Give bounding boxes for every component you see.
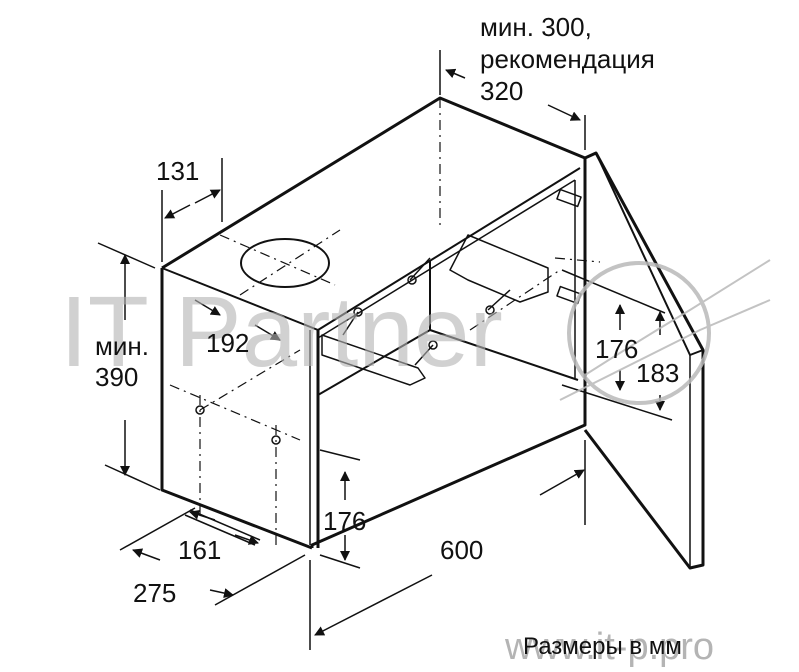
dim-cabinet-depth-line3: 320	[480, 76, 524, 106]
watermark-brand: IT Partner	[60, 276, 503, 388]
dim-width: 600	[440, 535, 484, 565]
dim-min-height-line2: 390	[95, 362, 139, 392]
dim-min-height-line1: мин.	[95, 331, 149, 361]
dim-bottom-height: 176	[323, 506, 367, 536]
dim-bottom-depth-inner: 161	[178, 535, 222, 565]
units-note: Размеры в мм	[523, 633, 682, 660]
watermark-url: www.it-p.pro	[505, 626, 715, 668]
dim-cabinet-depth-line1: мин. 300,	[480, 12, 592, 42]
dim-duct-offset-side: 192	[206, 328, 250, 358]
dim-hinge-lower: 183	[636, 358, 680, 388]
dim-duct-offset-front: 131	[156, 156, 200, 186]
dim-bottom-depth-outer: 275	[133, 578, 177, 608]
dim-hinge-upper: 176	[595, 334, 639, 364]
watermark-logo-icon	[559, 259, 771, 405]
dim-cabinet-depth-line2: рекомендация	[480, 44, 655, 74]
